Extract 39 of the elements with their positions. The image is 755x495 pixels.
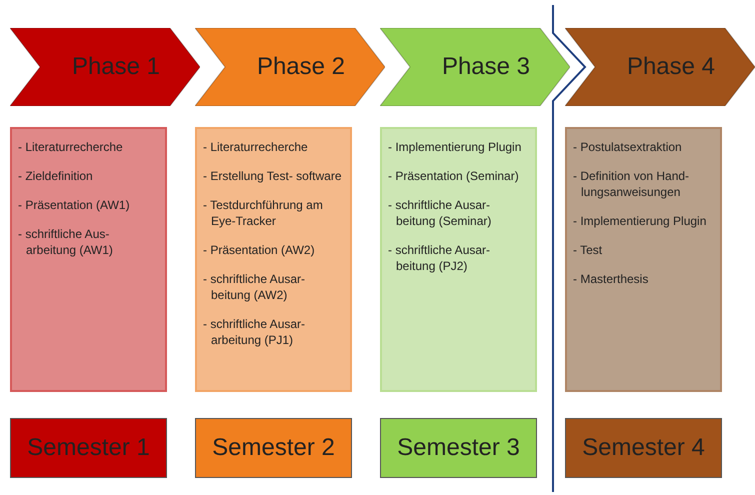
semester-title: Semester 2 [212, 434, 335, 462]
task-item: - schriftliche Ausar- beitung (PJ2) [388, 242, 492, 274]
semester-box [380, 418, 537, 478]
phase-title: Phase 1 [70, 53, 160, 81]
semester-title: Semester 1 [27, 434, 150, 462]
task-item: - Postulatsextraktion [573, 139, 683, 155]
task-item: - Implementierung Plugin [388, 139, 522, 155]
task-item: - schriftliche Ausar- arbeitung (PJ1) [203, 316, 306, 348]
task-item: - Präsentation (Seminar) [388, 168, 520, 184]
task-item: - schriftliche Ausar- beitung (AW2) [203, 271, 306, 303]
phase-title: Phase 3 [440, 53, 530, 81]
task-item: - Masterthesis [573, 271, 650, 287]
task-card [195, 127, 352, 392]
task-card [10, 127, 167, 392]
task-item: - Definition von Hand- lungsanweisungen [573, 168, 690, 200]
phase-banner [565, 28, 755, 106]
phase-title: Phase 2 [256, 53, 346, 81]
task-item: - schriftliche Ausar- beitung (Seminar) [388, 197, 492, 229]
semester-title: Semester 3 [397, 434, 520, 462]
semester-title: Semester 4 [582, 434, 705, 462]
task-item: - Literaturrecherche [203, 139, 309, 155]
task-card [380, 127, 537, 392]
task-item: - Testdurchführung am Eye-Tracker [203, 197, 324, 229]
task-item: - Zieldefinition [18, 168, 94, 184]
task-item: - Präsentation (AW2) [203, 242, 316, 258]
task-card [565, 127, 722, 392]
phase-banner [10, 28, 200, 106]
task-item: - Literaturrecherche [18, 139, 124, 155]
phase-banner [195, 28, 385, 106]
task-item: - Erstellung Test- software [203, 168, 342, 184]
task-item: - schriftliche Aus- arbeitung (AW1) [18, 226, 114, 258]
phase-title: Phase 4 [626, 53, 716, 81]
task-item: - Präsentation (AW1) [18, 197, 131, 213]
semester-box [195, 418, 352, 478]
task-item: - Test [573, 242, 604, 258]
semester-box [565, 418, 722, 478]
semester-box [10, 418, 167, 478]
phase-banner [380, 28, 570, 106]
task-item: - Implementierung Plugin [573, 213, 708, 229]
